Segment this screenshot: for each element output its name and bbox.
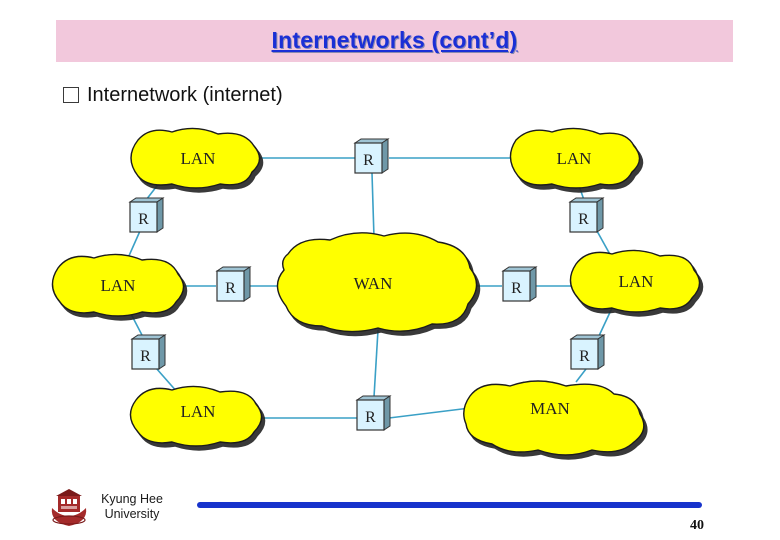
router-label: R	[511, 280, 522, 297]
router-label: R	[363, 152, 374, 169]
router-label: R	[578, 211, 589, 228]
checkbox-bullet-icon	[63, 87, 79, 103]
lan-cloud-top-right	[509, 127, 641, 189]
lan-cloud-bottom-left	[129, 385, 263, 447]
cloud-label: LAN	[181, 402, 216, 421]
bullet-text: Internetwork (internet)	[87, 84, 283, 106]
router: R	[353, 138, 390, 174]
router: R	[355, 395, 392, 431]
link	[373, 329, 379, 398]
lan-cloud-mid-right	[569, 249, 701, 313]
link	[129, 311, 144, 338]
title-bar: Internetworks (cont’d)	[56, 20, 733, 62]
router: R	[569, 334, 606, 370]
link	[388, 407, 471, 419]
cloud-label: LAN	[181, 149, 216, 168]
lan-cloud-mid-left	[51, 253, 185, 317]
wan-cloud-center	[276, 232, 478, 333]
router: R	[128, 197, 165, 233]
router-label: R	[140, 348, 151, 365]
link	[127, 230, 141, 259]
cloud-label: WAN	[354, 274, 393, 293]
university-name-line1: Kyung Hee	[101, 492, 163, 506]
router: R	[568, 197, 605, 233]
router-label: R	[225, 280, 236, 297]
page-number: 40	[690, 518, 704, 533]
router: R	[130, 334, 167, 370]
cloud-label: MAN	[530, 399, 570, 418]
lan-cloud-top-left	[130, 127, 261, 189]
link	[597, 307, 613, 339]
router-label: R	[365, 409, 376, 426]
router-label: R	[138, 211, 149, 228]
router: R	[501, 266, 538, 302]
cloud-label: LAN	[619, 272, 654, 291]
router: R	[215, 266, 252, 302]
router-label: R	[579, 348, 590, 365]
university-name-line2: University	[104, 507, 160, 521]
footer-divider	[197, 502, 702, 508]
university-name: Kyung Hee University	[94, 492, 170, 522]
cloud-label: LAN	[101, 276, 136, 295]
slide-title: Internetworks (cont’d)	[271, 27, 518, 53]
university-seal-icon	[51, 489, 87, 526]
link	[575, 368, 587, 383]
man-cloud-bottom-right	[463, 380, 645, 456]
link	[371, 172, 375, 239]
cloud-label: LAN	[557, 149, 592, 168]
